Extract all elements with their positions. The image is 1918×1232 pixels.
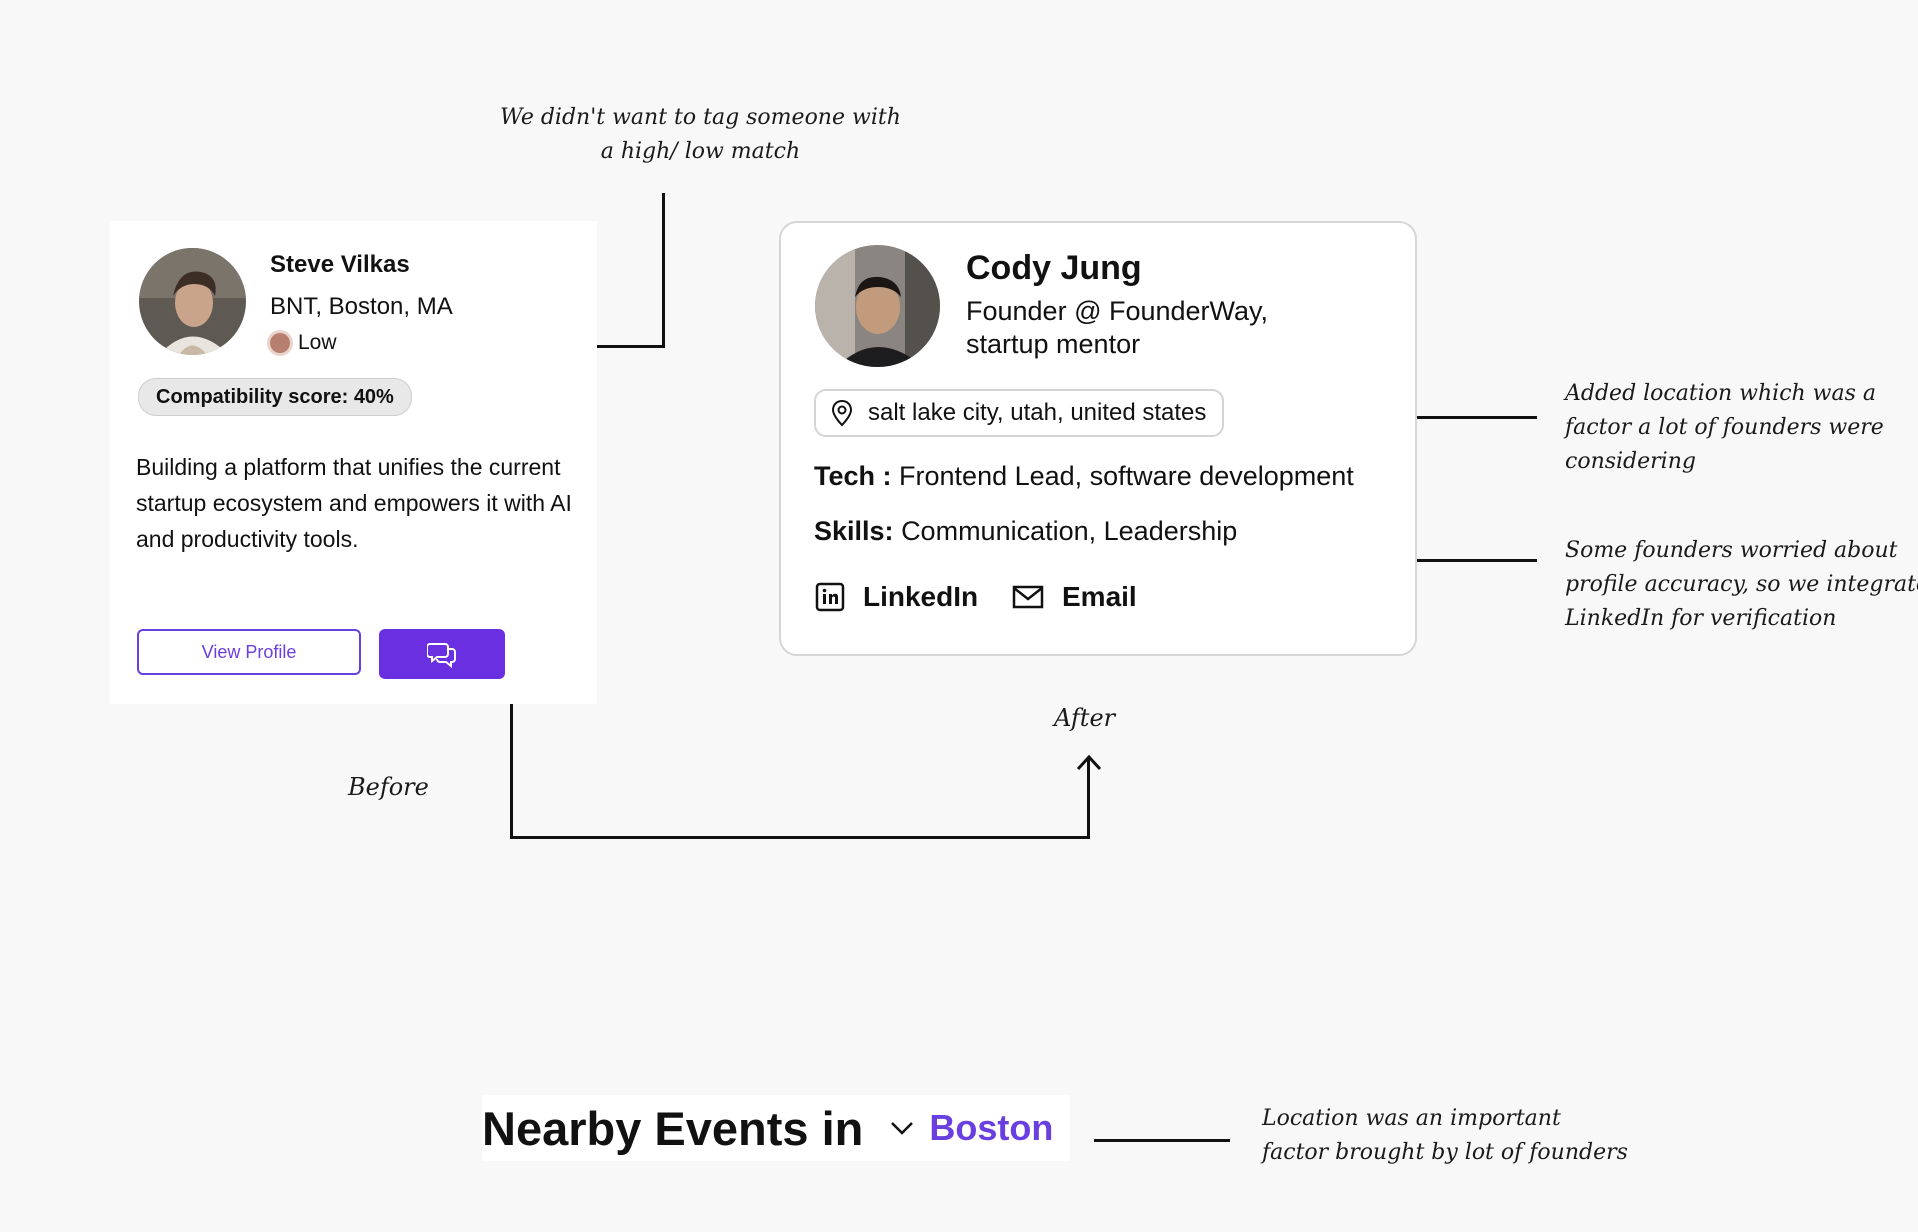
location-pill: salt lake city, utah, united states [814,389,1225,437]
tech-label: Tech : [814,461,892,491]
skills-value: Communication, Leadership [901,516,1238,546]
profile-title: Founder @ FounderWay, startup mentor [966,296,1269,359]
arrow-line [510,836,1090,839]
arrow-head-icon [1076,754,1102,771]
profile-name: Cody Jung [966,249,1142,287]
city-dropdown[interactable]: Boston [889,1107,1053,1149]
events-title: Nearby Events in [482,1101,864,1155]
avatar [815,245,940,367]
linkedin-icon [815,582,845,612]
nearby-events-header: Nearby Events in Boston [482,1095,1070,1161]
message-button[interactable] [379,629,505,679]
match-level: Low [298,331,337,354]
profile-name: Steve Vilkas [270,251,410,278]
match-annotation: We didn't want to tag someone with a hig… [500,105,901,164]
before-label: Before [348,773,429,801]
location-text: salt lake city, utah, united states [868,399,1207,426]
before-profile-card: Steve Vilkas BNT, Boston, MA Low Compati… [110,221,597,704]
map-pin-icon [831,399,853,427]
email-link[interactable]: Email [1012,581,1137,613]
linkedin-label: LinkedIn [863,581,979,612]
arrow-line [510,703,513,839]
location-annotation: Added location which was a factor a lot … [1565,381,1884,474]
tech-value: Frontend Lead, software development [899,461,1354,491]
email-label: Email [1062,581,1137,612]
connector-line [1373,416,1537,419]
after-profile-card: Cody Jung Founder @ FounderWay, startup … [779,221,1417,656]
compatibility-badge: Compatibility score: 40% [138,378,412,416]
envelope-icon [1012,585,1044,609]
connector-line [662,193,665,348]
skills-label: Skills: [814,516,894,546]
chevron-down-icon [891,1122,914,1135]
arrow-line [1087,758,1090,839]
avatar [139,248,246,355]
view-profile-button[interactable]: View Profile [137,629,361,675]
after-label: After [1054,704,1116,732]
selected-city: Boston [929,1107,1054,1148]
chat-bubbles-icon [427,643,456,668]
tech-row: Tech : Frontend Lead, software developme… [814,461,1354,492]
connector-line [1094,1139,1230,1142]
events-annotation: Location was an important factor brought… [1262,1106,1628,1165]
profile-company: BNT, Boston, MA [270,293,453,320]
skills-row: Skills: Communication, Leadership [814,516,1237,547]
match-indicator: Low [270,331,337,355]
linkedin-link[interactable]: LinkedIn [815,581,978,613]
profile-bio: Building a platform that unifies the cur… [136,454,572,552]
match-dot-icon [270,333,290,353]
linkedin-annotation: Some founders worried about profile accu… [1565,538,1918,631]
